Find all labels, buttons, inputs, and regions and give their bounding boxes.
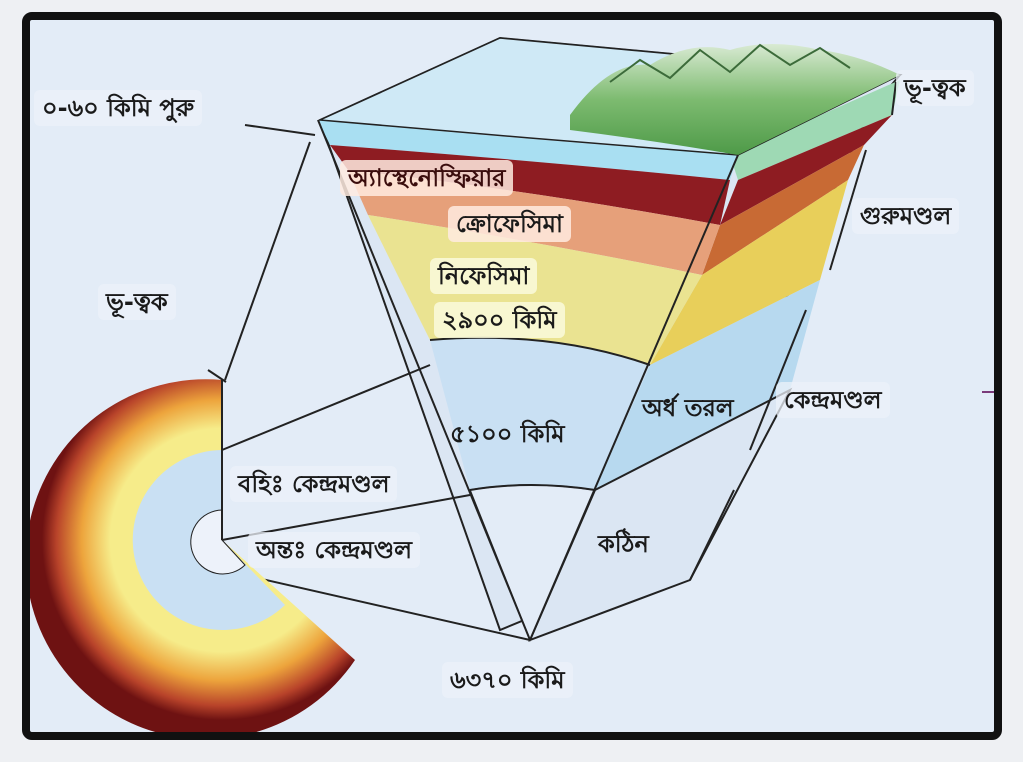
diagram-frame: ০-৬০ কিমি পুরু ভূ-ত্বক ভূ-ত্বক অ্যাস্থেন…: [22, 12, 1002, 740]
label-mantle: গুরুমণ্ডল: [852, 198, 960, 234]
cone-edges: [317, 119, 739, 641]
mountain-terrain: [570, 44, 900, 155]
label-outer-core: বহিঃ কেন্দ্রমণ্ডল: [230, 466, 398, 502]
crust-surface: [317, 37, 903, 156]
label-semi-liquid: অর্ধ তরল: [642, 394, 734, 422]
label-asthenosphere: অ্যাস্থেনোস্ফিয়ার: [340, 160, 514, 196]
label-crust-thickness: ০-৬০ কিমি পুরু: [34, 90, 203, 126]
mountain-ridge: [609, 43, 851, 83]
side-face-layers: [528, 80, 900, 642]
label-solid: কঠিন: [598, 530, 649, 558]
earth-structure-diagram: [30, 36, 994, 732]
bracket-lines: [689, 81, 897, 581]
earth-cross-section: [30, 369, 355, 732]
label-crust-right: ভূ-ত্বক: [896, 70, 974, 106]
label-depth-6370: ৬৩৭০ কিমি: [442, 662, 573, 698]
label-core: কেন্দ্রমণ্ডল: [776, 382, 890, 418]
label-depth-2900: ২৯০০ কিমি: [434, 302, 565, 338]
label-crust-left: ভূ-ত্বক: [98, 284, 176, 320]
label-nifesima: নিফেসিমা: [430, 258, 538, 294]
label-depth-5100: ৫১০০ কিমি: [450, 420, 565, 448]
label-crofesima: ক্রোফেসিমা: [448, 206, 571, 242]
label-inner-core: অন্তঃ কেন্দ্রমণ্ডল: [248, 532, 420, 568]
